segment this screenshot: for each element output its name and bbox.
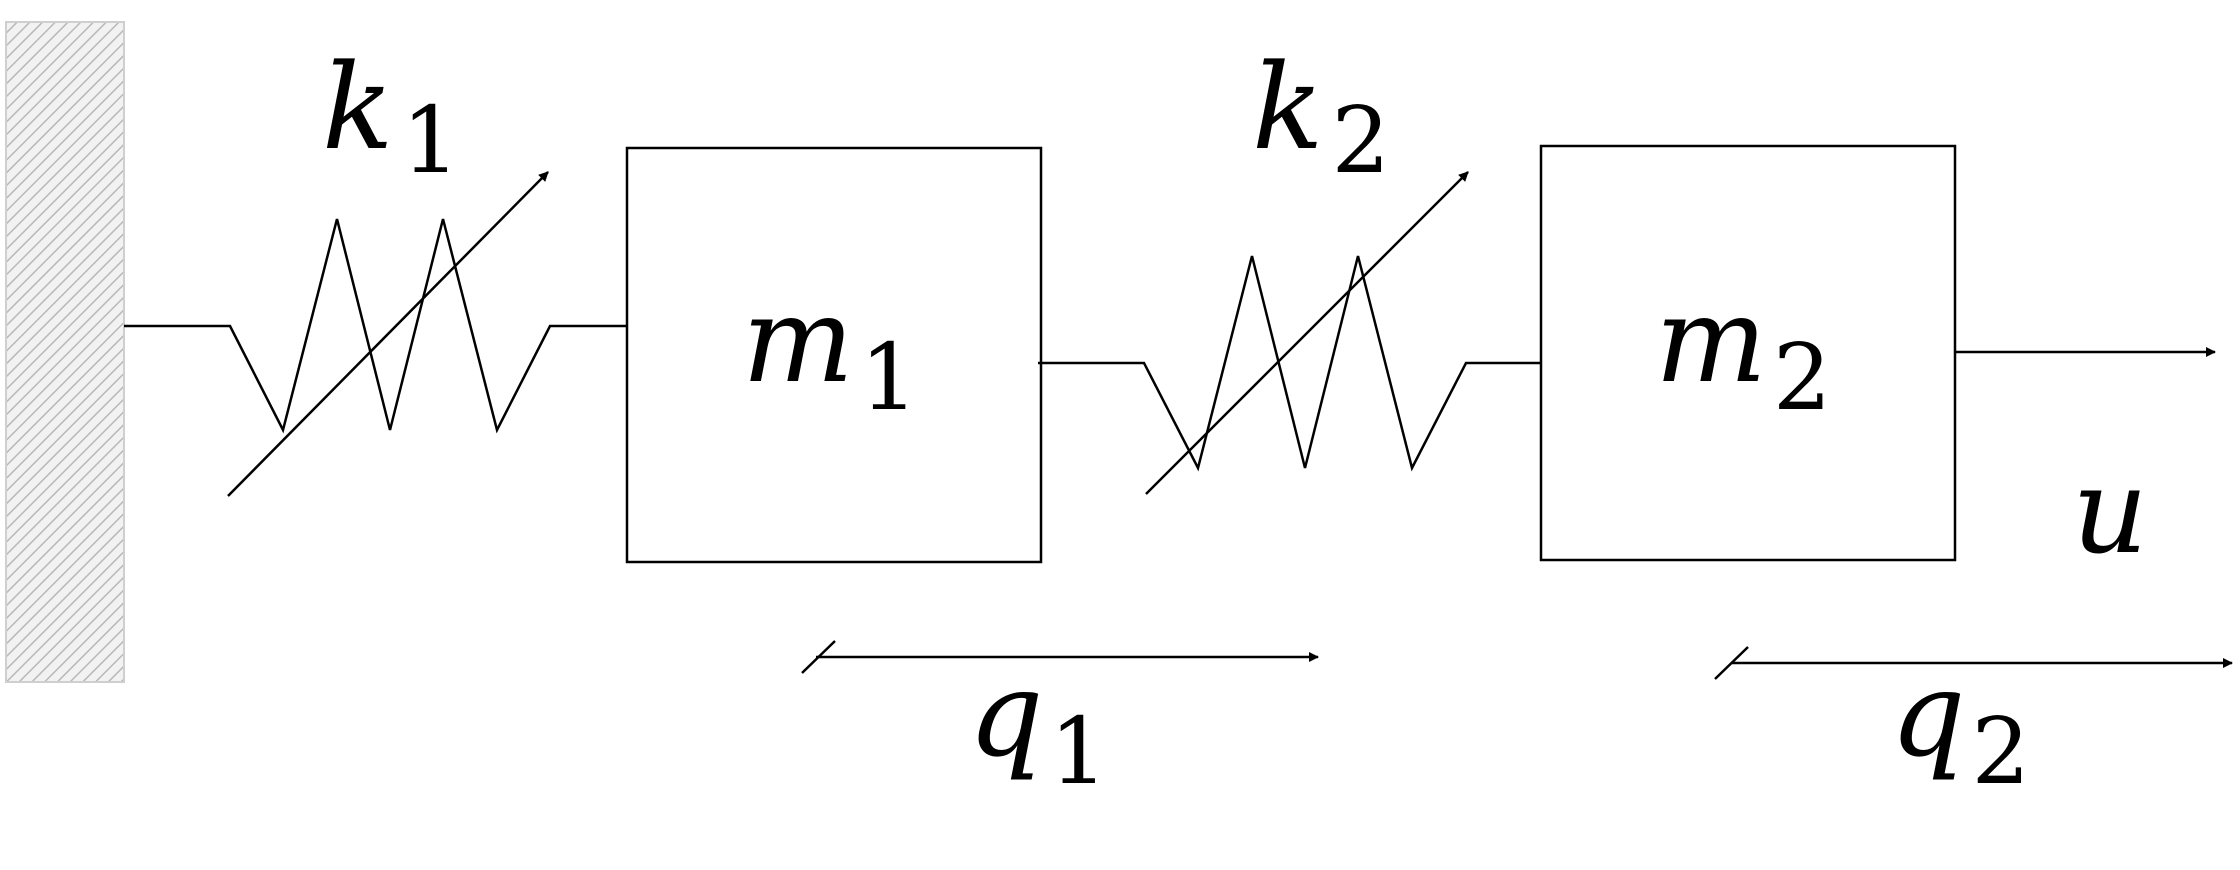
spring-k1-coil — [124, 218, 627, 434]
label-q2: q2 — [1890, 645, 2030, 805]
displacement-q2-arrow — [1714, 646, 2233, 680]
spring-k2-variable-arrow — [1145, 171, 1469, 495]
label-m2: m2 — [1655, 271, 1831, 431]
label-k1: k1 — [322, 38, 460, 194]
label-q1: q1 — [968, 645, 1108, 805]
spring-k2 — [1038, 171, 1541, 495]
displacement-q1-arrow — [801, 640, 1319, 674]
spring-k1 — [124, 171, 627, 497]
spring-k1-variable-arrow — [227, 171, 549, 497]
mass-m1-box — [625, 146, 1043, 564]
label-k2: k2 — [1252, 38, 1390, 194]
fixed-wall — [5, 21, 125, 683]
spring-k2-coil — [1038, 255, 1541, 472]
label-m1: m1 — [742, 271, 918, 431]
label-u: u — [2072, 442, 2148, 580]
